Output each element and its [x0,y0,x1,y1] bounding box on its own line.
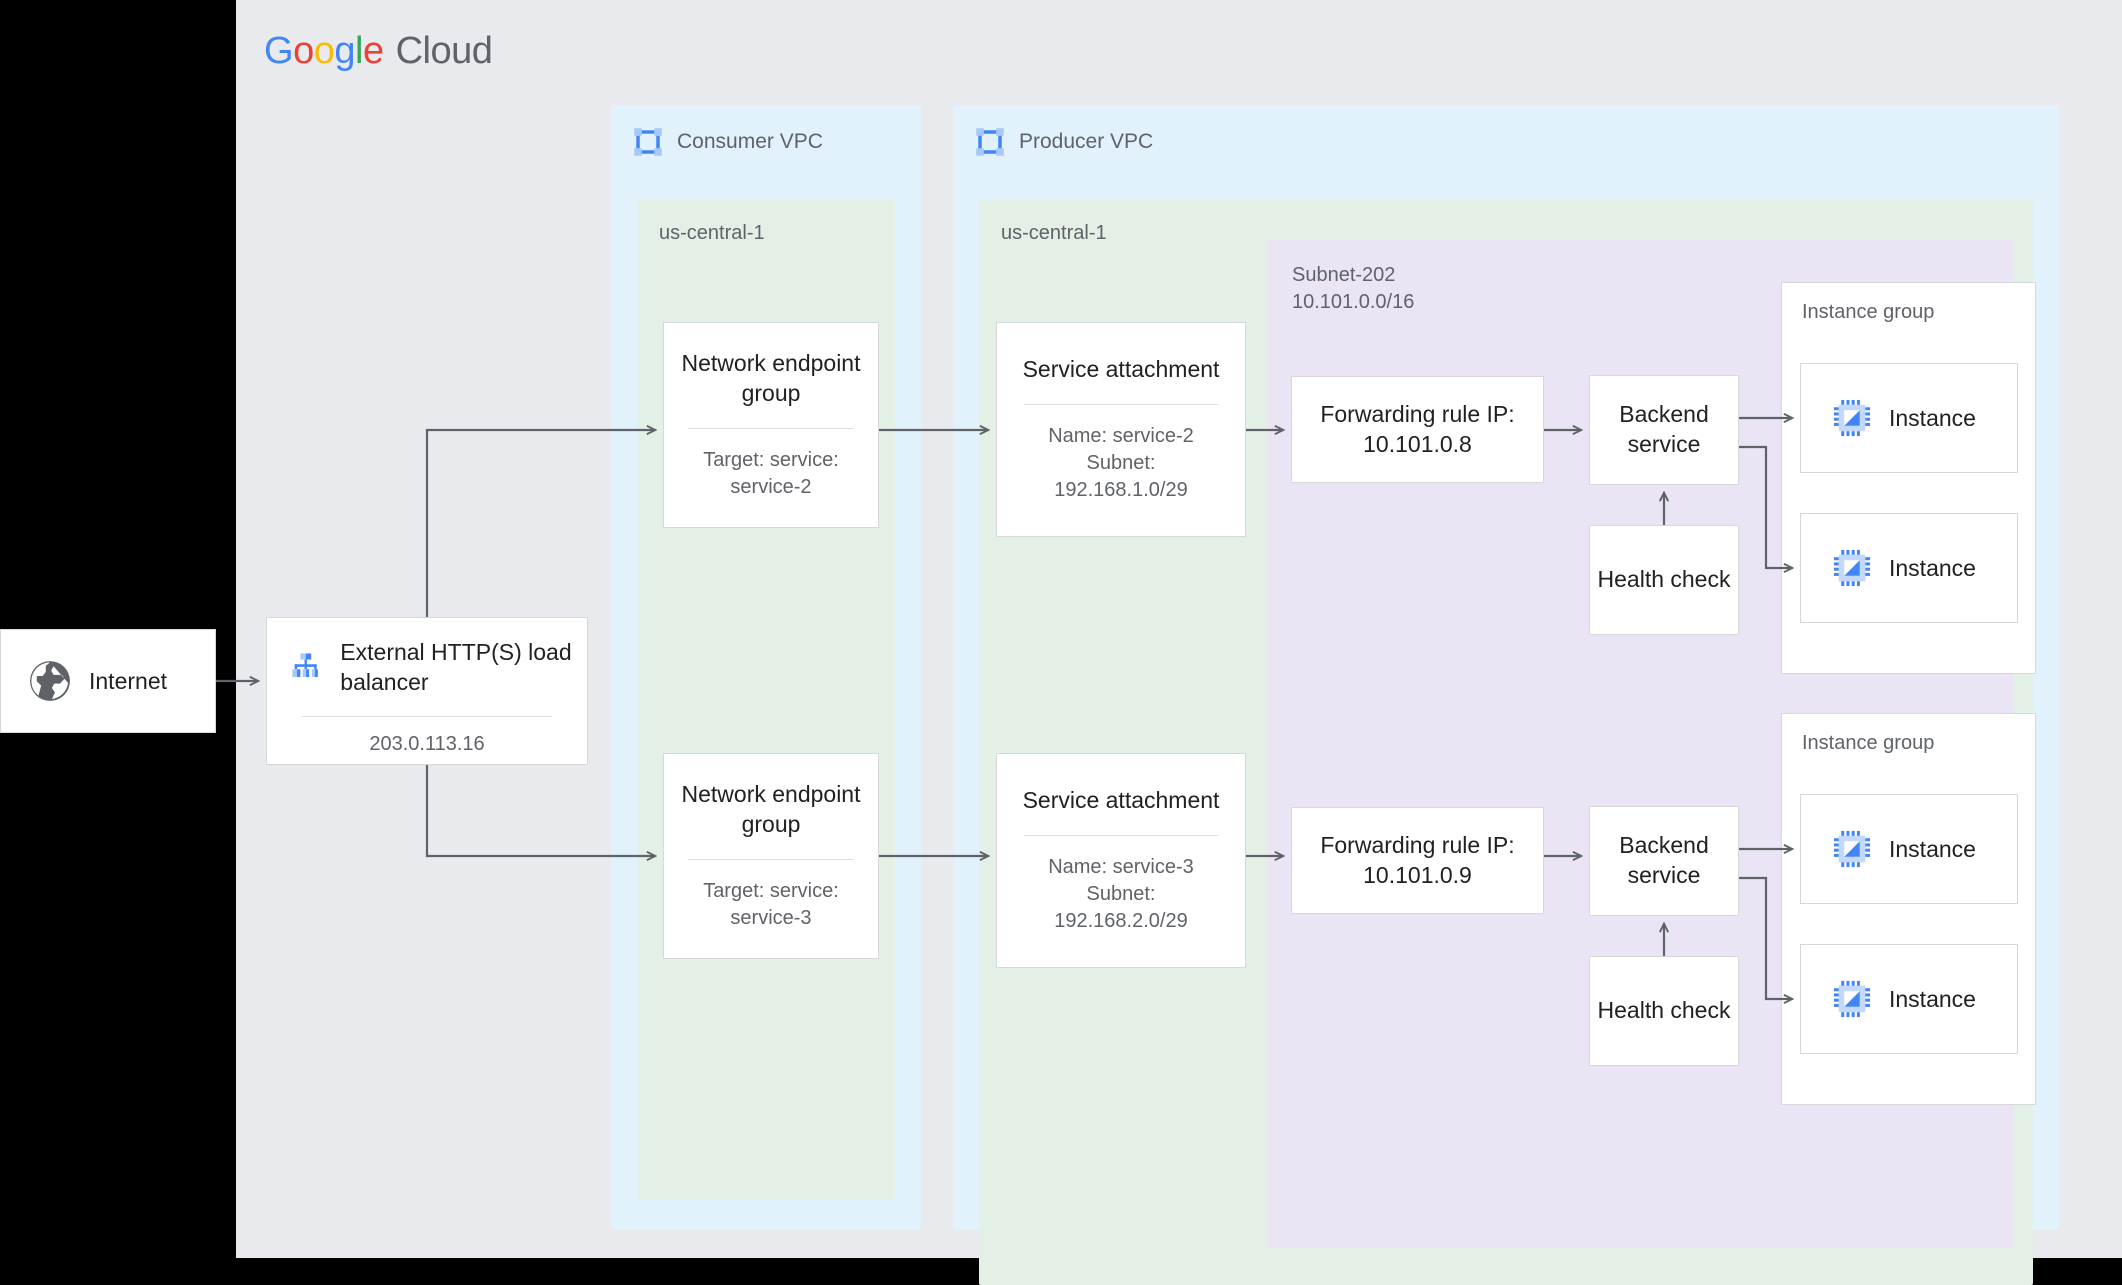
vpc-icon [634,128,662,156]
service-attachment-2-details: Name: service-3 Subnet: 192.168.2.0/29 [1048,856,1194,933]
service-attachment-2-divider [1024,835,1218,837]
instance-1b[interactable]: Instance [1800,513,2018,623]
neg-1-divider [687,428,855,430]
instance-2b[interactable]: Instance [1800,944,2018,1054]
load-balancer-title: External HTTP(S) load balancer [340,639,572,695]
backend-service-2-label: Backend service [1619,832,1709,888]
load-balancer-icon [292,653,318,677]
consumer-vpc-title: Consumer VPC [677,130,823,153]
neg-2-divider [687,859,855,861]
producer-vpc-title: Producer VPC [1019,130,1154,153]
instance-icon [1833,549,1871,587]
health-check-1-label: Health check [1597,566,1731,593]
service-attachment-2[interactable]: Service attachment Name: service-3 Subne… [996,753,1246,968]
logo-cloud-word: Cloud [395,30,493,72]
service-attachment-1-divider [1024,404,1218,406]
instance-2a[interactable]: Instance [1800,794,2018,904]
instance-group-2-label: Instance group [1802,732,1935,754]
network-endpoint-group-2[interactable]: Network endpoint group Target: service: … [663,753,879,959]
health-check-2-label: Health check [1597,997,1731,1024]
instance-2a-label: Instance [1889,835,1976,862]
instance-icon [1833,980,1871,1018]
forwarding-rule-2-label: Forwarding rule IP: 10.101.0.9 [1320,831,1515,888]
producer-vpc-header: Producer VPC [953,105,2059,157]
instance-icon [1833,830,1871,868]
service-attachment-2-title: Service attachment [1022,786,1220,813]
health-check-2[interactable]: Health check [1589,956,1739,1066]
consumer-vpc-header: Consumer VPC [611,105,921,157]
consumer-vpc-container: Consumer VPC us-central-1 [611,105,921,1229]
globe-icon [30,661,70,701]
instance-1a-label: Instance [1889,404,1976,431]
neg-1-target: Target: service: service-2 [703,449,839,499]
instance-1b-label: Instance [1889,554,1976,581]
backend-service-1[interactable]: Backend service [1589,375,1739,485]
service-attachment-1-details: Name: service-2 Subnet: 192.168.1.0/29 [1048,425,1194,502]
neg-2-title: Network endpoint group [681,780,861,837]
service-attachment-1[interactable]: Service attachment Name: service-2 Subne… [996,322,1246,537]
external-http-load-balancer[interactable]: External HTTP(S) load balancer 203.0.113… [266,617,588,765]
internet-node[interactable]: Internet [0,629,216,733]
instance-2b-label: Instance [1889,985,1976,1012]
load-balancer-divider [302,715,552,717]
forwarding-rule-2[interactable]: Forwarding rule IP: 10.101.0.9 [1291,807,1544,914]
logo-letter-g2: g [334,30,355,72]
vpc-icon [976,128,1004,156]
logo-letter-o2: o [313,30,335,72]
forwarding-rule-1-label: Forwarding rule IP: 10.101.0.8 [1320,400,1515,457]
neg-1-title: Network endpoint group [681,349,861,406]
consumer-region-label: us-central-1 [659,222,765,244]
logo-letter-o1: o [293,30,314,72]
logo-letter-g: G [264,30,294,72]
instance-group-1-label: Instance group [1802,301,1935,323]
logo-letter-e: e [362,30,384,72]
subnet-202-label: Subnet-202 10.101.0.0/16 [1292,264,1415,313]
load-balancer-ip: 203.0.113.16 [369,732,485,755]
backend-service-1-label: Backend service [1619,401,1709,457]
backend-service-2[interactable]: Backend service [1589,806,1739,916]
forwarding-rule-1[interactable]: Forwarding rule IP: 10.101.0.8 [1291,376,1544,483]
internet-label: Internet [89,667,167,694]
producer-region-label: us-central-1 [1001,222,1107,244]
network-endpoint-group-1[interactable]: Network endpoint group Target: service: … [663,322,879,528]
service-attachment-1-title: Service attachment [1022,355,1220,382]
instance-1a[interactable]: Instance [1800,363,2018,473]
google-cloud-logo: Google Cloud [264,30,493,73]
instance-icon [1833,399,1871,437]
logo-letter-l: l [354,30,363,72]
neg-2-target: Target: service: service-3 [703,880,839,930]
health-check-1[interactable]: Health check [1589,525,1739,635]
